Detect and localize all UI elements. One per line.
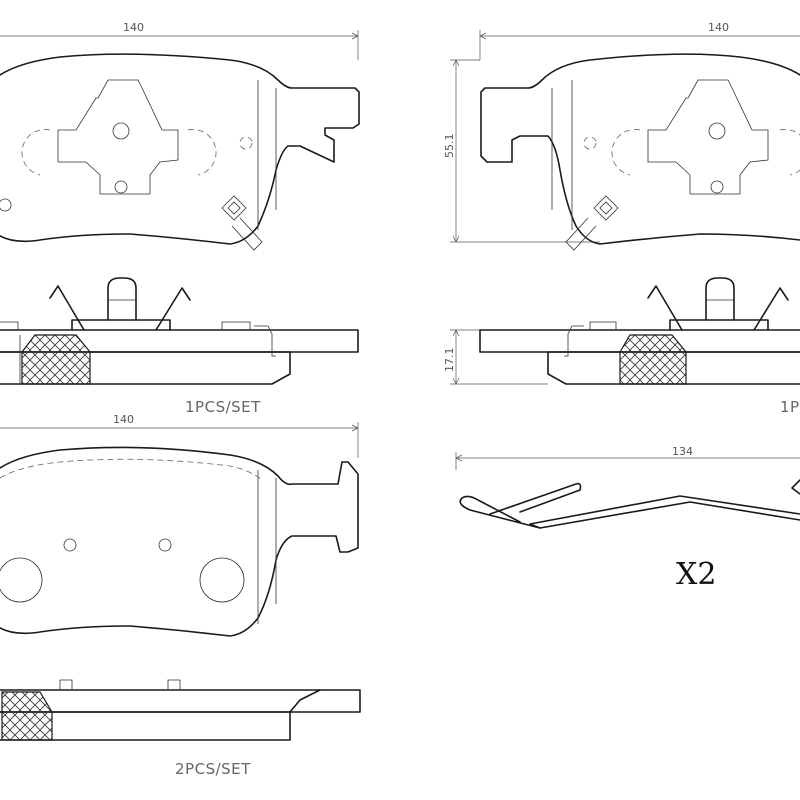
dimension-top-right-width: 140 [708,21,729,34]
dimension-wire-length: 134 [672,445,693,458]
top-right-pad-side-view: 17.1 1P [443,277,800,416]
top-left-pad-side-view: 1PCS/SET [0,277,359,416]
dimension-top-right-height: 55.1 [443,134,456,159]
set-label-bottom: 2PCS/SET [175,760,251,778]
quantity-multiplier: X2 [676,557,716,592]
set-label-top-right: 1P [780,398,800,416]
bottom-left-pad-front-view: 140 [0,413,359,637]
set-label-top-left: 1PCS/SET [185,398,261,416]
top-right-pad-back-view: 140 55.1 [443,21,800,251]
bottom-left-pad-side-view: 2PCS/SET [0,679,361,778]
dimension-top-left-width: 140 [123,21,144,34]
dimension-bottom-left-width: 140 [113,413,134,426]
dimension-side-thickness: 17.1 [443,348,456,373]
top-left-pad-front-view: 140 [0,21,360,251]
anti-rattle-wire: 134 X2 [455,445,800,592]
